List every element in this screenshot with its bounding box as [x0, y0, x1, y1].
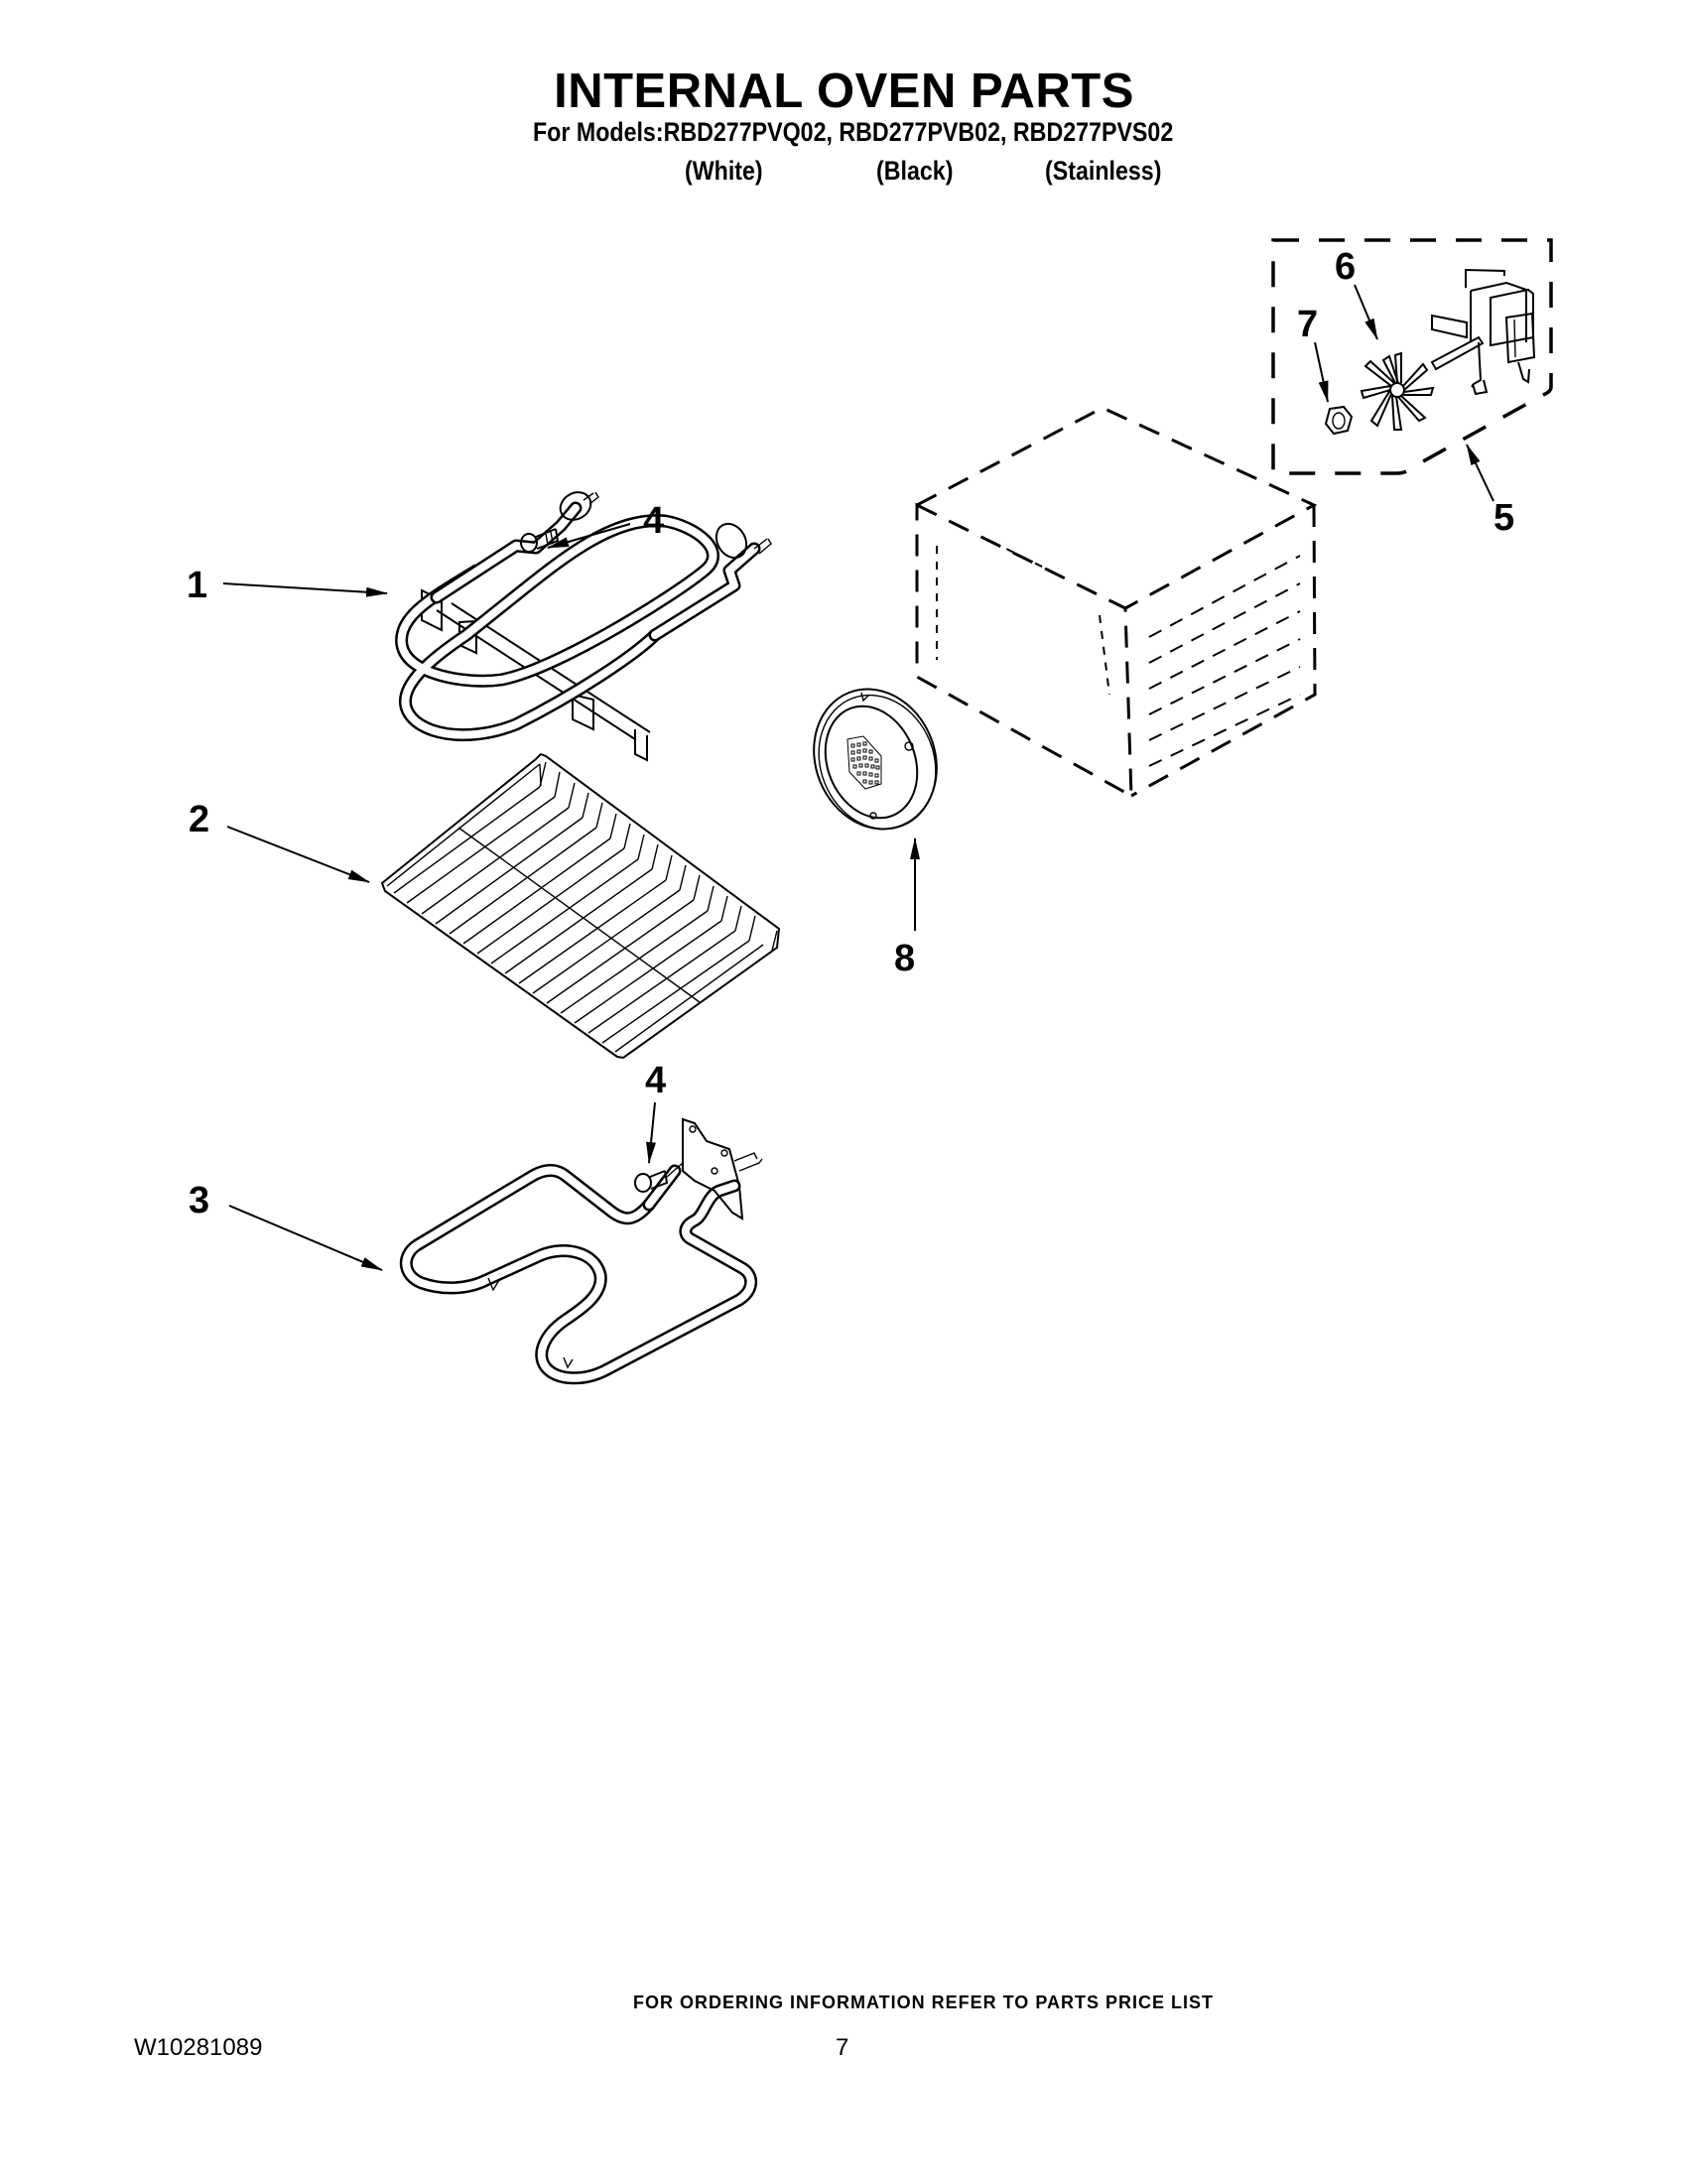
variant-black: (Black)	[876, 156, 954, 186]
vent-perforations	[846, 735, 882, 790]
page-title: INTERNAL OVEN PARTS	[554, 64, 1134, 118]
callout-8: 8	[894, 938, 915, 979]
callout-1: 1	[187, 565, 207, 606]
fan-cover	[813, 688, 938, 831]
models-line: For Models:RBD277PVQ02, RBD277PVB02, RBD…	[533, 117, 1174, 147]
variant-white: (White)	[685, 156, 763, 186]
ordering-note: FOR ORDERING INFORMATION REFER TO PARTS …	[0, 1992, 1688, 2013]
callout-7: 7	[1297, 304, 1318, 345]
callout-4-bottom: 4	[645, 1060, 666, 1101]
page-number: 7	[836, 2034, 849, 2061]
oven-rack	[380, 752, 781, 1060]
convection-fan-assembly	[1271, 238, 1553, 475]
callout-5: 5	[1493, 497, 1514, 539]
broil-element	[395, 491, 772, 762]
ordering-note-text: FOR ORDERING INFORMATION REFER TO PARTS …	[632, 1992, 1214, 2012]
callout-6: 6	[1335, 246, 1356, 288]
variant-stainless: (Stainless)	[1045, 156, 1162, 186]
oven-cavity-outline	[915, 406, 1318, 799]
fan-blade-icon	[1360, 351, 1435, 431]
callout-4-top: 4	[643, 500, 664, 542]
bake-element	[399, 1117, 763, 1385]
callout-3: 3	[189, 1180, 209, 1221]
screw-icon	[634, 1162, 684, 1193]
motor-icon	[1430, 268, 1536, 396]
callout-2: 2	[189, 799, 209, 840]
document-number: W10281089	[134, 2034, 263, 2061]
nut-icon	[1324, 405, 1354, 436]
